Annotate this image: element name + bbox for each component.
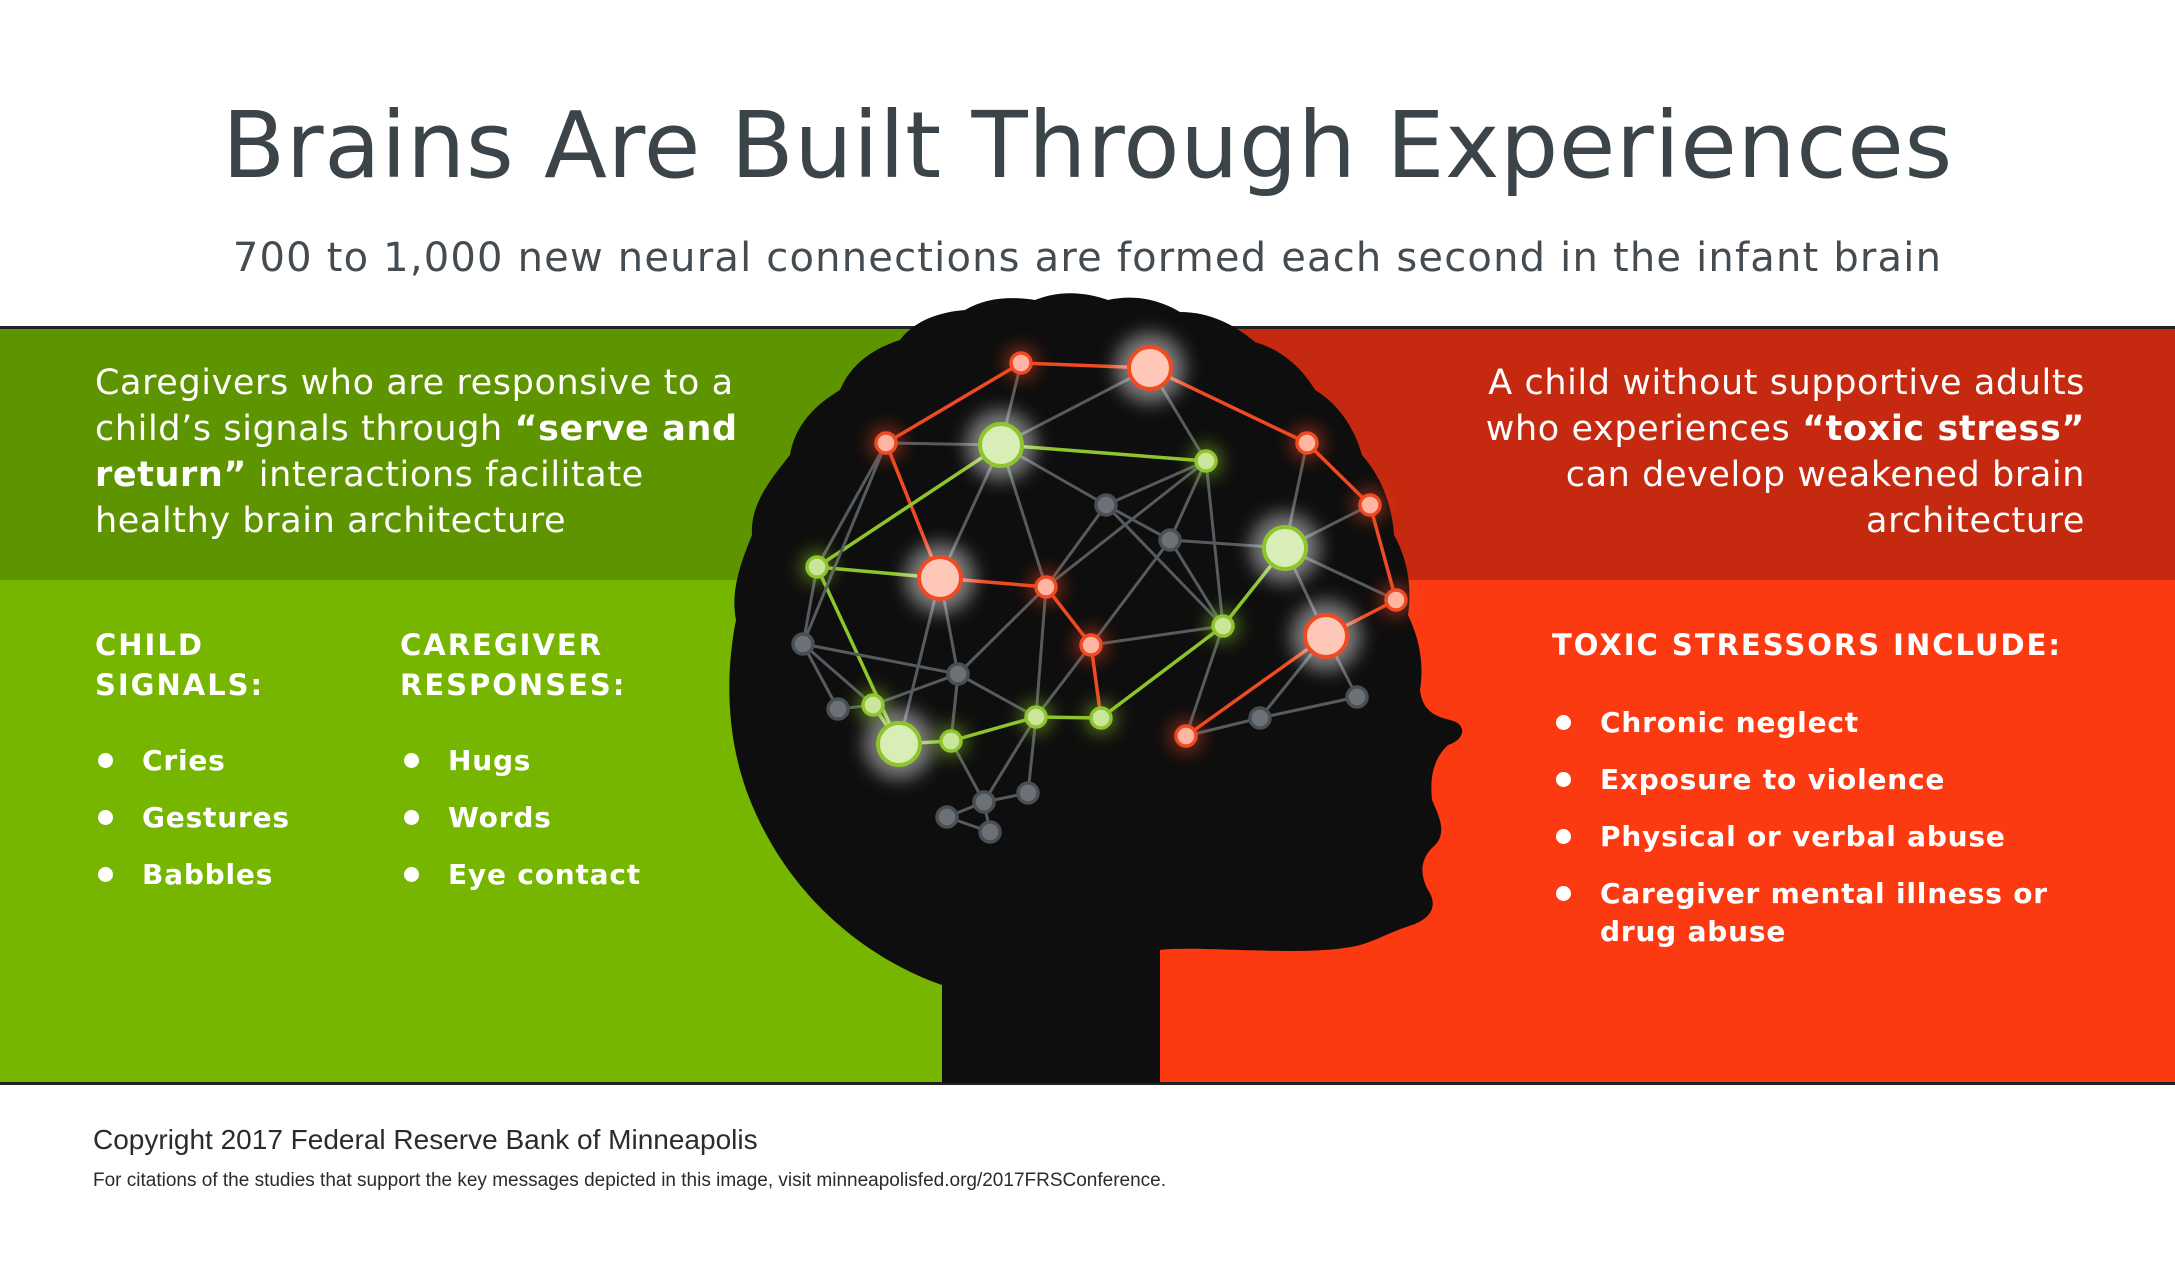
caregiver-responses-list: Hugs Words Eye contact [402, 742, 641, 913]
list-item: Physical or verbal abuse [1554, 818, 2074, 856]
bullet-icon [98, 810, 113, 825]
neuron-stressed [917, 555, 963, 601]
neuron-stressed [1034, 575, 1058, 599]
neural-connection-line [1168, 539, 1225, 627]
toxic-stress-emphasis: “toxic stress” [1802, 409, 2085, 449]
list-item: Hugs [402, 742, 641, 780]
neural-connection-line [982, 716, 1038, 803]
neural-connection-line [802, 642, 959, 676]
bullet-icon [1556, 772, 1571, 787]
neural-connection-line [815, 442, 888, 568]
neural-connection-line [1099, 624, 1225, 720]
neuron-healthy [978, 422, 1024, 468]
neuron-stressed [1174, 724, 1198, 748]
neuron-inactive [978, 820, 1002, 844]
neuron-stressed [1079, 633, 1103, 657]
bullet-icon [1556, 715, 1571, 730]
neuron-inactive [1158, 528, 1182, 552]
bullet-icon [98, 867, 113, 882]
page-subtitle: 700 to 1,000 new neural connections are … [232, 235, 1943, 281]
neuron-healthy [1089, 706, 1113, 730]
bullet-icon [98, 753, 113, 768]
neural-connection-line [801, 643, 840, 710]
bullet-icon [404, 867, 419, 882]
neuron-healthy [939, 729, 963, 753]
bullet-icon [1556, 829, 1571, 844]
neural-connection-line [1034, 586, 1048, 718]
neuron-inactive [1248, 706, 1272, 730]
neural-connection-line [1105, 503, 1171, 542]
neurons [791, 345, 1408, 844]
neural-connection-line [1104, 503, 1225, 628]
list-item: Gestures [96, 799, 290, 837]
neural-connection-line [1090, 624, 1224, 647]
neuron-inactive [972, 790, 996, 814]
bullet-icon [404, 810, 419, 825]
neuron-healthy [1262, 525, 1308, 571]
neuron-healthy [805, 555, 829, 579]
caregiver-responses-heading: CAREGIVER RESPONSES: [400, 628, 627, 702]
neuron-inactive [791, 632, 815, 656]
toxic-stress-intro: A child without supportive adults who ex… [1485, 363, 2085, 541]
neuron-stressed [1303, 613, 1349, 659]
neuron-inactive [935, 805, 959, 829]
copyright-notice: Copyright 2017 Federal Reserve Bank of M… [93, 1124, 758, 1155]
neuron-inactive [946, 662, 970, 686]
child-signals-list: Cries Gestures Babbles [96, 742, 290, 913]
neuron-healthy [1211, 614, 1235, 638]
neuron-stressed [1384, 588, 1408, 612]
neuron-healthy [1024, 705, 1048, 729]
neuron-stressed [874, 431, 898, 455]
neuron-inactive [1345, 685, 1369, 709]
page-title: Brains Are Built Through Experiences [222, 92, 1953, 199]
list-item: Words [402, 799, 641, 837]
neural-connection-line [1105, 459, 1207, 507]
neuron-inactive [1016, 781, 1040, 805]
neural-connection-line [885, 361, 1022, 445]
neuron-stressed [1009, 351, 1033, 375]
neuron-stressed [1295, 431, 1319, 455]
toxic-stressors-heading: TOXIC STRESSORS INCLUDE: [1552, 628, 2062, 662]
list-item: Cries [96, 742, 290, 780]
list-item: Caregiver mental illness or drug abuse [1554, 875, 2074, 951]
neural-connection-line [1368, 504, 1398, 601]
neuron-stressed [1127, 345, 1173, 391]
neuron-healthy [876, 721, 922, 767]
serve-and-return-emphasis: “serve and return” [95, 409, 738, 495]
neural-connection-line [1259, 695, 1358, 720]
neuron-inactive [826, 697, 850, 721]
neural-connection-line [956, 585, 1048, 676]
bottom-rule [0, 1082, 2175, 1085]
list-item: Exposure to violence [1554, 761, 2074, 799]
neural-connection-line [816, 443, 1002, 569]
list-item: Eye contact [402, 856, 641, 894]
neuron-healthy [1194, 449, 1218, 473]
toxic-stressors-list: Chronic neglect Exposure to violence Phy… [1554, 704, 2074, 970]
citation-note: For citations of the studies that suppor… [93, 1170, 1167, 1191]
neural-connection-line [1044, 504, 1108, 588]
neural-connection-line [801, 442, 888, 645]
neural-connection-line [1184, 625, 1225, 737]
serve-and-return-intro: Caregivers who are responsive to a child… [95, 363, 738, 541]
neuron-healthy [861, 693, 885, 717]
neuron-stressed [1358, 493, 1382, 517]
list-item: Chronic neglect [1554, 704, 2074, 742]
bullet-icon [404, 753, 419, 768]
child-signals-heading: CHILD SIGNALS: [95, 628, 265, 702]
list-item: Babbles [96, 856, 290, 894]
neuron-inactive [1094, 493, 1118, 517]
bullet-icon [1556, 886, 1571, 901]
